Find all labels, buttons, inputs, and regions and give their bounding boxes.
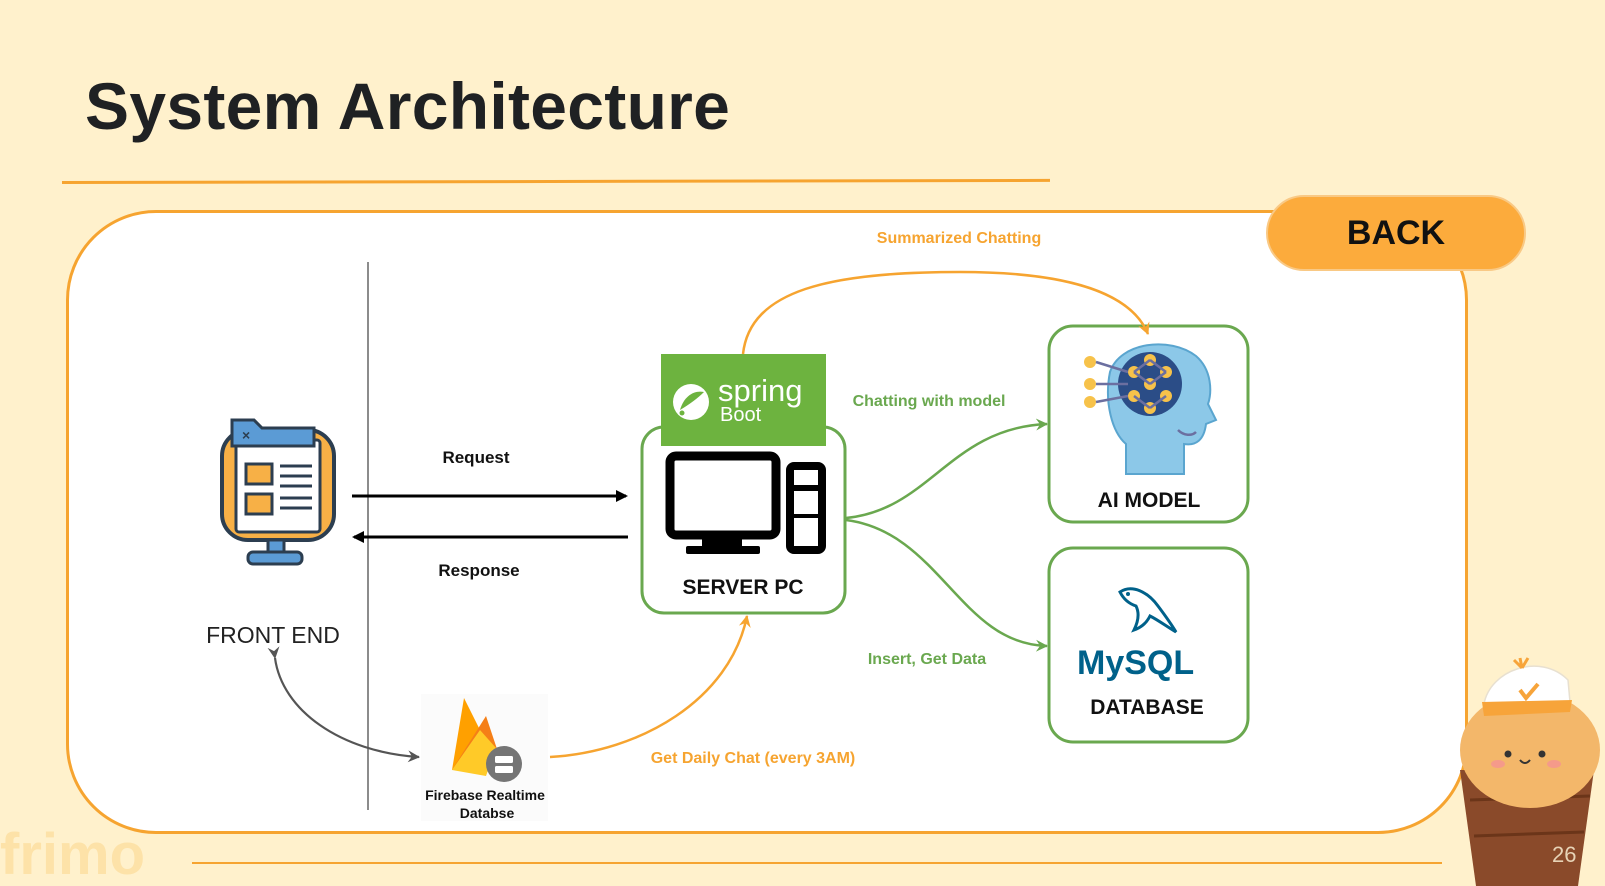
mysql-logo-word: MySQL	[1077, 644, 1194, 682]
spring-logo-word: spring	[718, 373, 802, 408]
front-end-label: FRONT END	[206, 622, 340, 648]
spring-logo-sub: Boot	[720, 404, 762, 426]
frontend-firebase-edge	[267, 646, 420, 763]
summarized-chatting-edge	[741, 270, 1150, 355]
computer-icon	[665, 451, 826, 554]
firebase-label-line2: Databse	[460, 805, 515, 821]
chatting-with-model-label: Chatting with model	[853, 393, 1006, 410]
response-label: Response	[438, 561, 519, 580]
server-pc-label: SERVER PC	[683, 576, 804, 599]
page-number: 26	[1552, 842, 1577, 867]
get-daily-chat-edge	[549, 615, 751, 759]
firebase-logo	[421, 694, 548, 821]
mascot-illustration	[1460, 657, 1600, 886]
frimo-brand-wordmark: frimo	[0, 822, 145, 886]
monitor-icon: ×	[220, 418, 336, 566]
back-button[interactable]: BACK	[1266, 195, 1526, 271]
summarized-chatting-label: Summarized Chatting	[877, 230, 1041, 247]
slide-title: System Architecture	[85, 69, 731, 143]
bottom-divider	[192, 862, 1442, 864]
svg-text:×: ×	[242, 427, 250, 443]
database-box	[1047, 546, 1250, 744]
firebase-label-line1: Firebase Realtime	[425, 787, 545, 803]
spring-boot-logo: spring Boot	[661, 354, 826, 446]
get-daily-chat-label: Get Daily Chat (every 3AM)	[651, 750, 856, 767]
mysql-dolphin-icon	[1118, 587, 1178, 634]
database-label: DATABASE	[1090, 696, 1204, 719]
ai-brain-head-icon	[1084, 343, 1218, 475]
request-label: Request	[442, 448, 509, 467]
insert-get-data-label: Insert, Get Data	[868, 651, 986, 668]
chatting-with-model-edge	[845, 418, 1048, 520]
insert-get-data-edge	[845, 518, 1048, 652]
ai-model-label: AI MODEL	[1098, 489, 1201, 512]
